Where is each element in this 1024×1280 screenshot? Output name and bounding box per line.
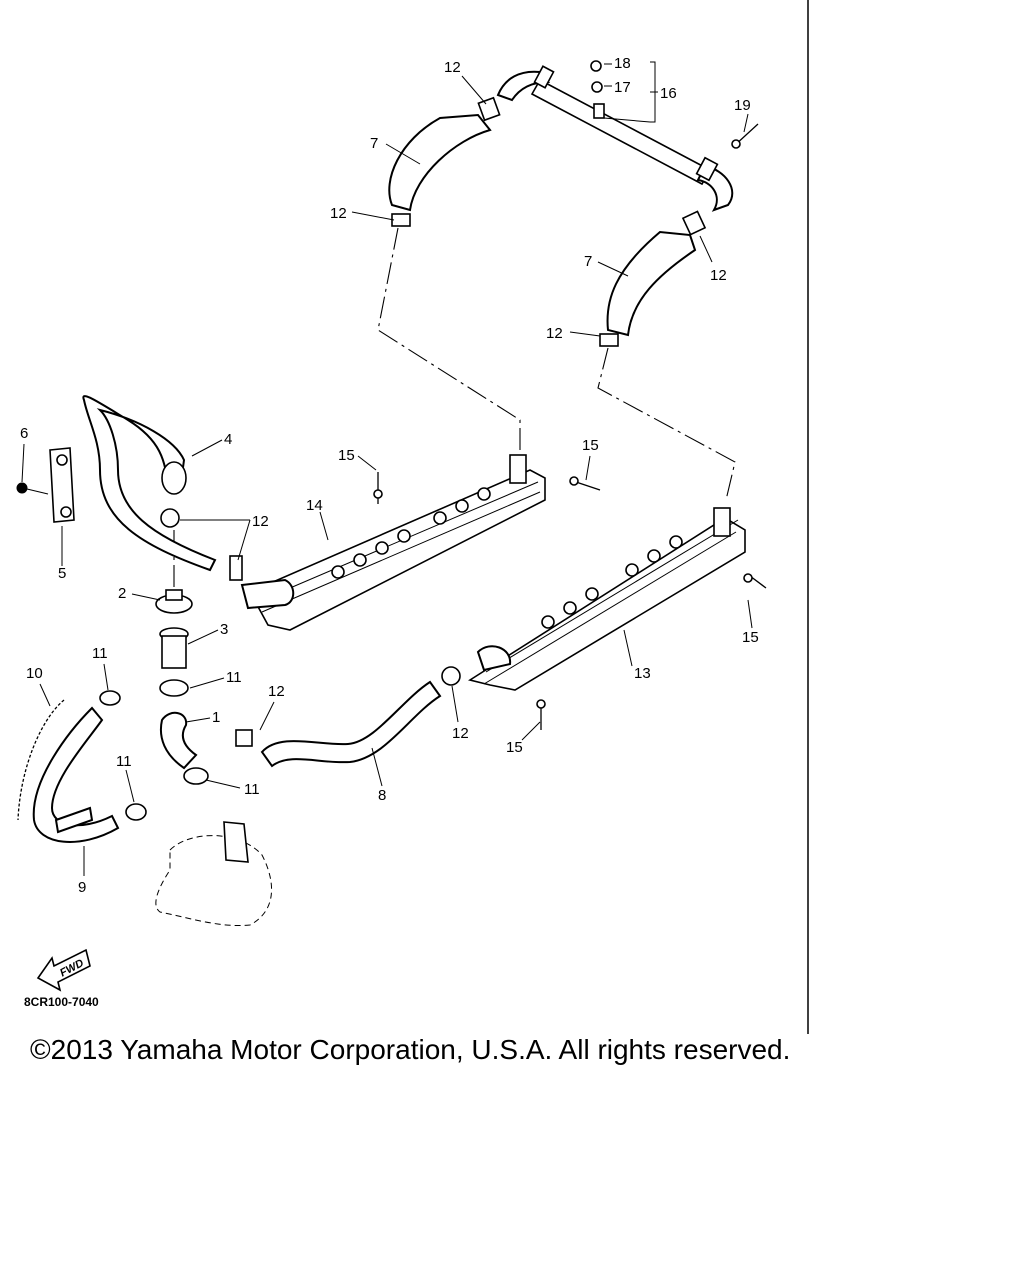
- callout-11-lower-left: 11: [116, 753, 132, 770]
- callout-1: 1: [212, 709, 220, 726]
- callout-11-mid: 11: [226, 669, 242, 686]
- callout-12-upper-right: 12: [710, 267, 727, 284]
- callout-15-bottom: 15: [506, 739, 523, 756]
- callout-10: 10: [26, 665, 43, 682]
- callout-4: 4: [224, 431, 232, 448]
- callout-14: 14: [306, 497, 323, 514]
- callout-7-left: 7: [370, 135, 378, 152]
- callout-8: 8: [378, 787, 386, 804]
- hose-9: [32, 706, 120, 843]
- callout-16: 16: [660, 85, 677, 102]
- copyright-notice: ©2013 Yamaha Motor Corporation, U.S.A. A…: [30, 1034, 791, 1065]
- pipe-assembly-16: [496, 60, 734, 212]
- engine-outline: [155, 835, 272, 927]
- callout-18: 18: [614, 55, 631, 72]
- clamp-12-set: [160, 96, 707, 747]
- fwd-label: FWD: [58, 957, 86, 979]
- callout-9: 9: [78, 879, 86, 896]
- rivet-set: [373, 123, 767, 730]
- callout-17: 17: [614, 79, 631, 96]
- callout-12-upper-left: 12: [330, 205, 347, 222]
- radiator-13: [467, 507, 746, 691]
- corrugated-hose-10: [17, 699, 65, 821]
- leader-lines: [21, 63, 753, 876]
- bolt-6: [16, 482, 49, 495]
- radiator-14: [240, 454, 546, 631]
- callout-5: 5: [58, 565, 66, 582]
- callout-11-lower: 11: [244, 781, 260, 798]
- diagram-code: 8CR100-7040: [24, 995, 99, 1009]
- callout-12-mid-right: 12: [546, 325, 563, 342]
- thermostat-cover-2: [155, 589, 193, 614]
- fwd-arrow-icon: FWD: [36, 948, 91, 992]
- hose-8: [260, 680, 442, 768]
- callout-19: 19: [734, 97, 751, 114]
- callout-15-left: 15: [338, 447, 355, 464]
- hose-1: [160, 711, 198, 770]
- callout-6: 6: [20, 425, 28, 442]
- thermostat-3: [159, 627, 189, 669]
- callout-12-thermostat: 12: [252, 513, 269, 530]
- hose-7-right: [606, 230, 697, 337]
- callout-12-radiator-13: 12: [452, 725, 469, 742]
- callout-15-far-right: 15: [742, 629, 759, 646]
- callout-12-lower: 12: [268, 683, 285, 700]
- callout-13: 13: [634, 665, 651, 682]
- callout-12-top: 12: [444, 59, 461, 76]
- hose-7-left: [388, 113, 492, 212]
- callout-15-right: 15: [582, 437, 599, 454]
- connection-lines: [173, 227, 736, 590]
- callout-11-upper: 11: [92, 645, 108, 662]
- callout-2: 2: [118, 585, 126, 602]
- callout-3: 3: [220, 621, 228, 638]
- pipe-4: [82, 395, 217, 572]
- clamp-11-set: [99, 679, 209, 821]
- callout-7-right: 7: [584, 253, 592, 270]
- bracket-5: [49, 447, 75, 523]
